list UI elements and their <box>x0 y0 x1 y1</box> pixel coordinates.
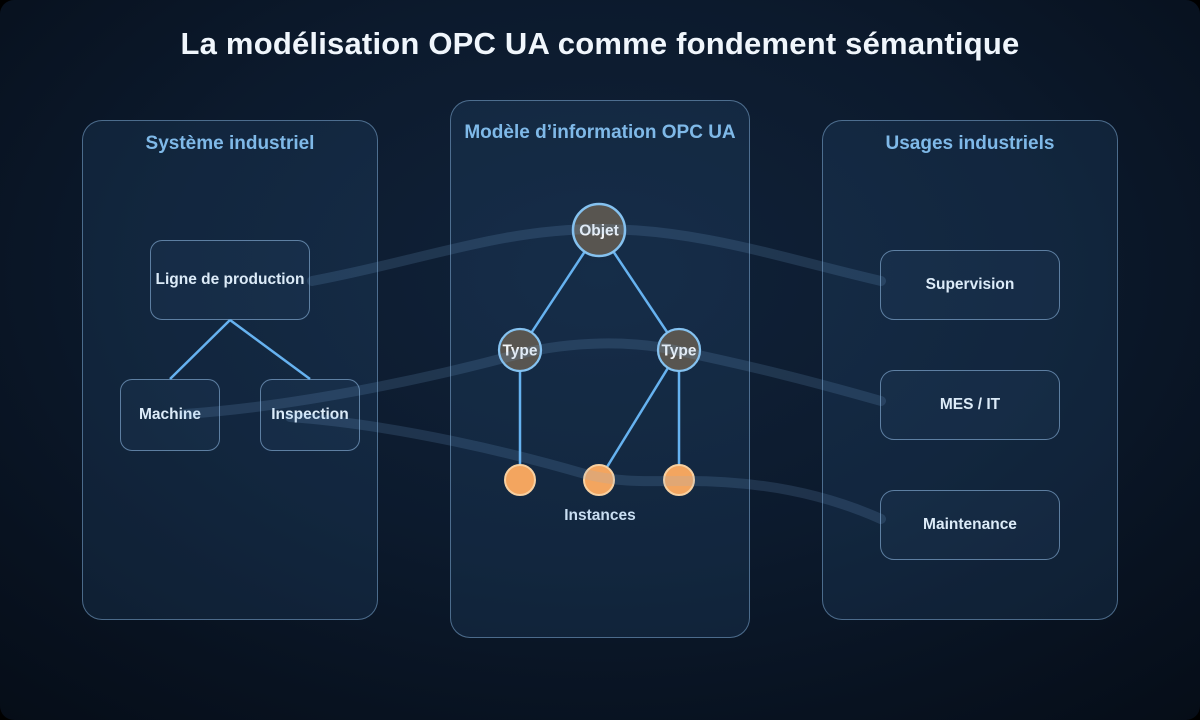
node-supervision: Supervision <box>880 250 1060 320</box>
node-machine: Machine <box>120 379 220 451</box>
node-maintenance: Maintenance <box>880 490 1060 560</box>
panel-systeme-title: Système industriel <box>145 133 315 154</box>
page-title: La modélisation OPC UA comme fondement s… <box>180 26 1020 61</box>
node-ligne-de-production: Ligne de production <box>150 240 310 320</box>
panel-usages-title: Usages industriels <box>885 133 1055 154</box>
panel-modele-title: Modèle d’information OPC UA <box>464 122 736 143</box>
panel-modele-opcua: Modèle d’information OPC UA <box>450 100 750 638</box>
node-inspection: Inspection <box>260 379 360 451</box>
panel-systeme-industriel: Système industriel <box>82 120 378 620</box>
node-mes-it: MES / IT <box>880 370 1060 440</box>
